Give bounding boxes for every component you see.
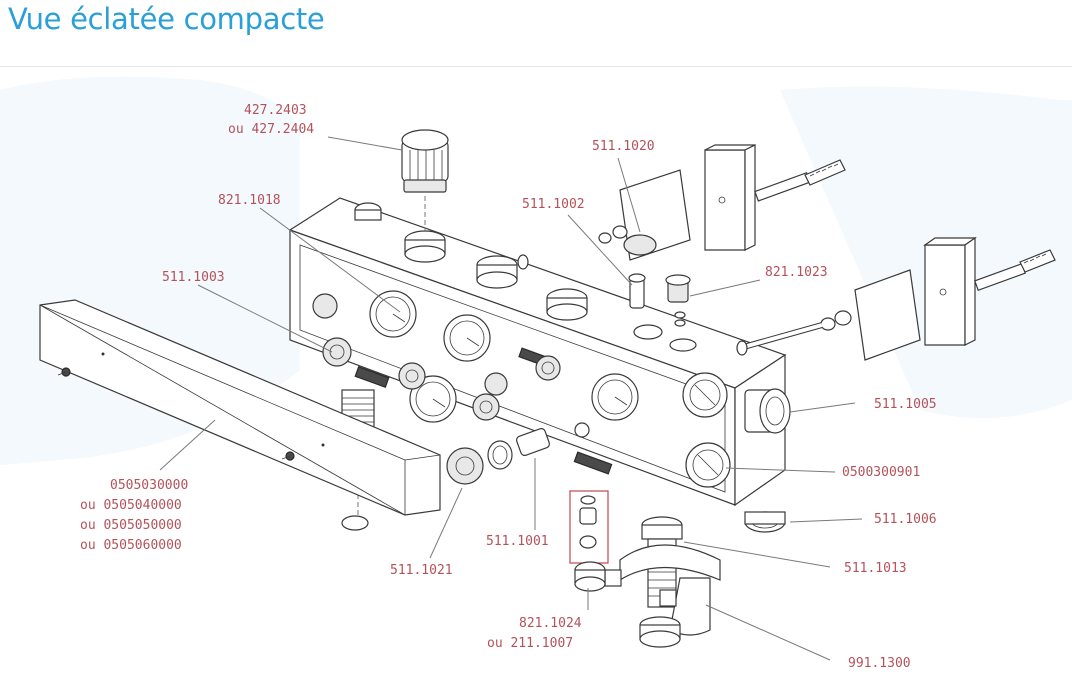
- seal-kit: [569, 490, 609, 592]
- label-511-1003: 511.1003: [162, 270, 225, 285]
- label-427-2403: 427.2403: [244, 103, 307, 118]
- label-821-1024: 821.1024: [519, 616, 582, 631]
- label-0505060000: ou 0505060000: [80, 538, 182, 553]
- gauges: [369, 290, 639, 423]
- part-labels: 427.2403 ou 427.2404 821.1018 511.1020 5…: [80, 103, 937, 671]
- wall-bracket-upper: [517, 144, 846, 270]
- right-fittings: [744, 388, 791, 533]
- label-991-1300: 991.1300: [848, 656, 911, 671]
- label-211-1007: ou 211.1007: [487, 636, 573, 651]
- label-821-1023: 821.1023: [765, 265, 828, 280]
- label-821-1018: 821.1018: [218, 193, 281, 208]
- leader-lines: [159, 136, 863, 661]
- label-511-1021: 511.1021: [390, 563, 453, 578]
- top-ports: [354, 202, 697, 352]
- label-511-1013: 511.1013: [844, 561, 907, 576]
- front-panel: [39, 299, 441, 516]
- wall-bracket-lower: [736, 236, 1056, 361]
- exploded-view-diagram: 427.2403 ou 427.2404 821.1018 511.1020 5…: [39, 103, 1056, 671]
- label-511-1006: 511.1006: [874, 512, 937, 527]
- page-title: Vue éclatée compacte: [8, 2, 325, 36]
- label-0500300901: 0500300901: [842, 465, 920, 480]
- label-511-1001: 511.1001: [486, 534, 549, 549]
- actuator-head: [401, 129, 449, 232]
- loose-parts: [446, 427, 550, 485]
- label-427-2404: ou 427.2404: [228, 122, 314, 137]
- label-511-1005: 511.1005: [874, 397, 937, 412]
- header: Vue éclatée compacte: [0, 0, 1072, 66]
- small-fittings: [628, 273, 691, 327]
- label-511-1020: 511.1020: [592, 139, 655, 154]
- valve-knobs: [312, 293, 590, 438]
- label-0505030000: 0505030000: [110, 478, 188, 493]
- header-divider: [0, 66, 1072, 67]
- label-511-1002: 511.1002: [522, 197, 585, 212]
- label-0505040000: ou 0505040000: [80, 498, 182, 513]
- label-0505050000: ou 0505050000: [80, 518, 182, 533]
- bottom-assembly: [604, 516, 721, 648]
